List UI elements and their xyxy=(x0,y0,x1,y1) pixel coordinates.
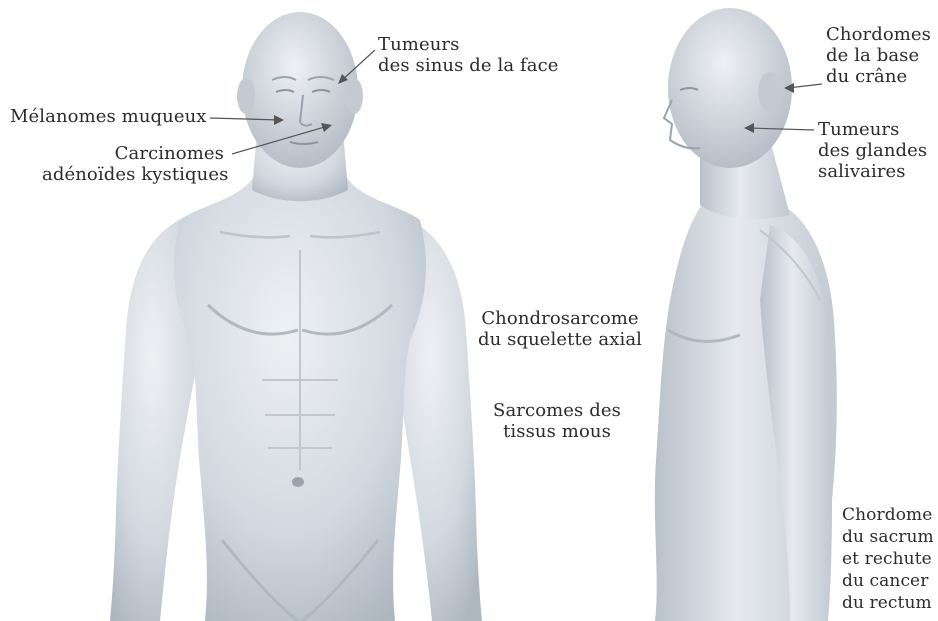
label-line: du squelette axial xyxy=(470,329,650,350)
label-line: du rectum xyxy=(842,592,934,614)
label-line: du crâne xyxy=(826,66,931,87)
label-line: Mélanomes muqueux xyxy=(10,106,207,127)
label-line: de la base xyxy=(826,45,931,66)
front-navel xyxy=(292,477,304,487)
label-line: adénoïdes kystiques xyxy=(42,164,224,185)
label-line: Tumeurs xyxy=(818,119,927,140)
label-line: du sacrum xyxy=(842,526,934,548)
side-ear xyxy=(758,72,782,112)
label-carcinomes: Carcinomes adénoïdes kystiques xyxy=(42,143,224,185)
label-chordome-sacrum: Chordome du sacrum et rechute du cancer … xyxy=(842,504,934,614)
label-sarcomes: Sarcomes des tissus mous xyxy=(482,400,632,442)
label-line: Sarcomes des xyxy=(482,400,632,421)
label-chordomes-base: Chordomes de la base du crâne xyxy=(826,24,931,87)
label-line: des glandes xyxy=(818,140,927,161)
label-chondrosarcome: Chondrosarcome du squelette axial xyxy=(470,308,650,350)
label-line: Chondrosarcome xyxy=(470,308,650,329)
label-tumeurs-sinus: Tumeurs des sinus de la face xyxy=(378,34,559,76)
label-line: tissus mous xyxy=(482,421,632,442)
label-line: des sinus de la face xyxy=(378,55,559,76)
label-line: Carcinomes xyxy=(42,143,224,164)
label-tumeurs-glandes: Tumeurs des glandes salivaires xyxy=(818,119,927,182)
label-line: du cancer xyxy=(842,570,934,592)
front-ear-left xyxy=(237,78,255,114)
label-line: et rechute xyxy=(842,548,934,570)
label-line: Chordome xyxy=(842,504,934,526)
label-line: Tumeurs xyxy=(378,34,559,55)
front-figure xyxy=(110,12,482,621)
label-line: Chordomes xyxy=(826,24,931,45)
front-ear-right xyxy=(345,78,363,114)
label-melanomes: Mélanomes muqueux xyxy=(10,106,207,127)
label-line: salivaires xyxy=(818,161,927,182)
side-figure xyxy=(655,8,837,621)
